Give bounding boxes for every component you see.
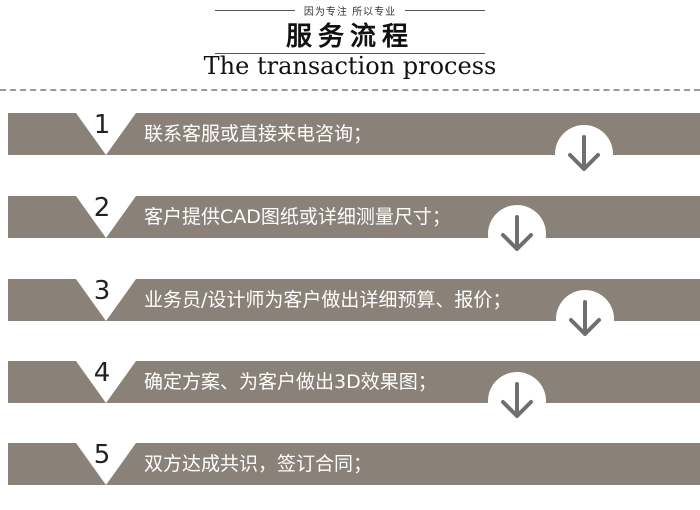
step-number: 3 bbox=[93, 276, 111, 306]
tagline: 因为专注 所以专业 bbox=[303, 7, 397, 18]
step-text: 业务员/设计师为客户做出详细预算、报价； bbox=[144, 289, 512, 311]
step-number: 2 bbox=[93, 193, 111, 223]
step-notch bbox=[76, 113, 136, 155]
step-notch bbox=[76, 279, 136, 321]
arrow-down-icon bbox=[555, 125, 613, 183]
title-rule bbox=[215, 53, 485, 54]
step-notch bbox=[76, 361, 136, 403]
step-number: 5 bbox=[93, 440, 111, 470]
step-text: 双方达成共识，签订合同； bbox=[144, 453, 373, 475]
dashed-divider bbox=[0, 89, 700, 91]
tagline-left-line bbox=[215, 10, 295, 11]
arrow-down-icon bbox=[488, 205, 546, 263]
step-number: 4 bbox=[93, 358, 111, 388]
step-notch bbox=[76, 196, 136, 238]
arrow-down-icon bbox=[556, 290, 614, 348]
step-2: 2 客户提供CAD图纸或详细测量尺寸； bbox=[8, 193, 700, 238]
page-subtitle: The transaction process bbox=[203, 52, 497, 80]
page-title: 服务流程 bbox=[285, 22, 414, 52]
step-text: 确定方案、为客户做出3D效果图； bbox=[144, 371, 437, 393]
header: 因为专注 所以专业 服务流程 The transaction process bbox=[0, 0, 700, 90]
step-text: 联系客服或直接来电咨询； bbox=[144, 123, 373, 145]
step-text: 客户提供CAD图纸或详细测量尺寸； bbox=[144, 206, 451, 228]
step-number: 1 bbox=[93, 110, 111, 140]
tagline-right-line bbox=[405, 10, 485, 11]
arrow-down-icon bbox=[488, 372, 546, 430]
step-notch bbox=[76, 443, 136, 485]
step-4: 4 确定方案、为客户做出3D效果图； bbox=[8, 358, 700, 403]
step-5: 5 双方达成共识，签订合同； bbox=[8, 440, 700, 485]
